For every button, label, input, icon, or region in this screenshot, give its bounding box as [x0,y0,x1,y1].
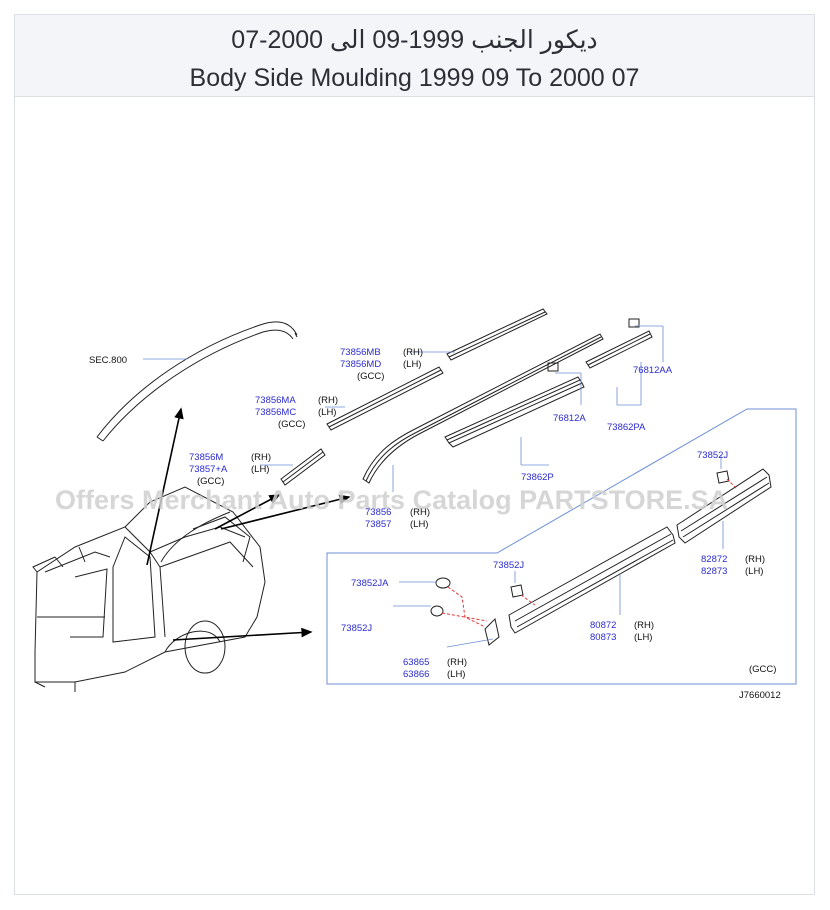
clip-73852j-left [430,605,444,617]
label-lh: (LH) [634,632,652,643]
clip-76812aa [628,318,640,328]
part-76812aa[interactable]: 76812AA [633,365,673,376]
clip-73852j-top [716,470,730,484]
label-rh: (RH) [318,395,338,406]
label-rh: (RH) [745,554,765,565]
part-63865[interactable]: 63865 [403,657,429,668]
moulding-73856ma [326,366,444,431]
moulding-73856mb [446,308,548,361]
part-73857a[interactable]: 73857+A [189,464,228,475]
moulding-73862pa [585,318,653,369]
label-lh: (LH) [447,669,465,680]
clip-73852ja [435,577,451,589]
detail-box [326,408,797,685]
page-header: ديكور الجنب 1999-09 الى 2000-07 Body Sid… [15,15,814,97]
label-gcc: (GCC) [197,476,224,487]
label-rh: (RH) [251,452,271,463]
detail-parts [430,468,772,646]
label-lh: (LH) [403,359,421,370]
label-rh: (RH) [447,657,467,668]
part-82873[interactable]: 82873 [701,566,727,577]
clip-76812a [547,362,559,372]
part-73856mc[interactable]: 73856MC [255,407,296,418]
part-73857[interactable]: 73857 [365,519,391,530]
label-lh: (LH) [410,519,428,530]
part-73856ma[interactable]: 73856MA [255,395,296,406]
part-73852j-mid[interactable]: 73852J [493,560,524,571]
label-rh: (RH) [410,507,430,518]
moulding-73856m [280,448,326,486]
label-gcc: (GCC) [278,419,305,430]
roof-rail [96,321,298,442]
part-63866[interactable]: 63866 [403,669,429,680]
part-80872[interactable]: 80872 [590,620,616,631]
car-outline [32,486,266,692]
watermark: Offers Merchant Auto Parts Catalog PARTS… [55,485,728,515]
part-73856mb[interactable]: 73856MB [340,347,381,358]
label-lh: (LH) [745,566,763,577]
part-73862pa[interactable]: 73862PA [607,422,646,433]
part-73856m[interactable]: 73856M [189,452,223,463]
label-gcc: (GCC) [749,664,776,675]
label-gcc: (GCC) [357,371,384,382]
label-rh: (RH) [634,620,654,631]
page-title-arabic: ديكور الجنب 1999-09 الى 2000-07 [231,26,598,54]
part-73852j-top[interactable]: 73852J [697,450,728,461]
moulding-82872 [676,468,772,544]
ref-code: J7660012 [739,690,781,701]
part-80873[interactable]: 80873 [590,632,616,643]
part-76812a[interactable]: 76812A [553,413,586,424]
label-rh: (RH) [403,347,423,358]
moulding-63865 [484,618,500,646]
diagram-frame: ديكور الجنب 1999-09 الى 2000-07 Body Sid… [14,14,815,895]
moulding-73856 [362,333,604,484]
part-73856[interactable]: 73856 [365,507,391,518]
dashed-guides [441,478,738,628]
clip-73852j-mid [510,584,524,598]
diagram-svg: Offers Merchant Auto Parts Catalog PARTS… [32,308,797,701]
part-73852ja[interactable]: 73852JA [351,578,389,589]
label-lh: (LH) [318,407,336,418]
label-lh: (LH) [251,464,269,475]
page-title-english: Body Side Moulding 1999 09 To 2000 07 [189,64,640,92]
arrows [146,407,351,641]
moulding-80872 [508,526,676,634]
moulding-73862p [444,362,585,448]
part-82872[interactable]: 82872 [701,554,727,565]
parts-diagram: Offers Merchant Auto Parts Catalog PARTS… [15,97,816,894]
part-73852j-left[interactable]: 73852J [341,623,372,634]
leader-lines [143,325,724,648]
ref-sec800: SEC.800 [89,355,127,366]
part-73862p[interactable]: 73862P [521,472,554,483]
part-73856md[interactable]: 73856MD [340,359,381,370]
